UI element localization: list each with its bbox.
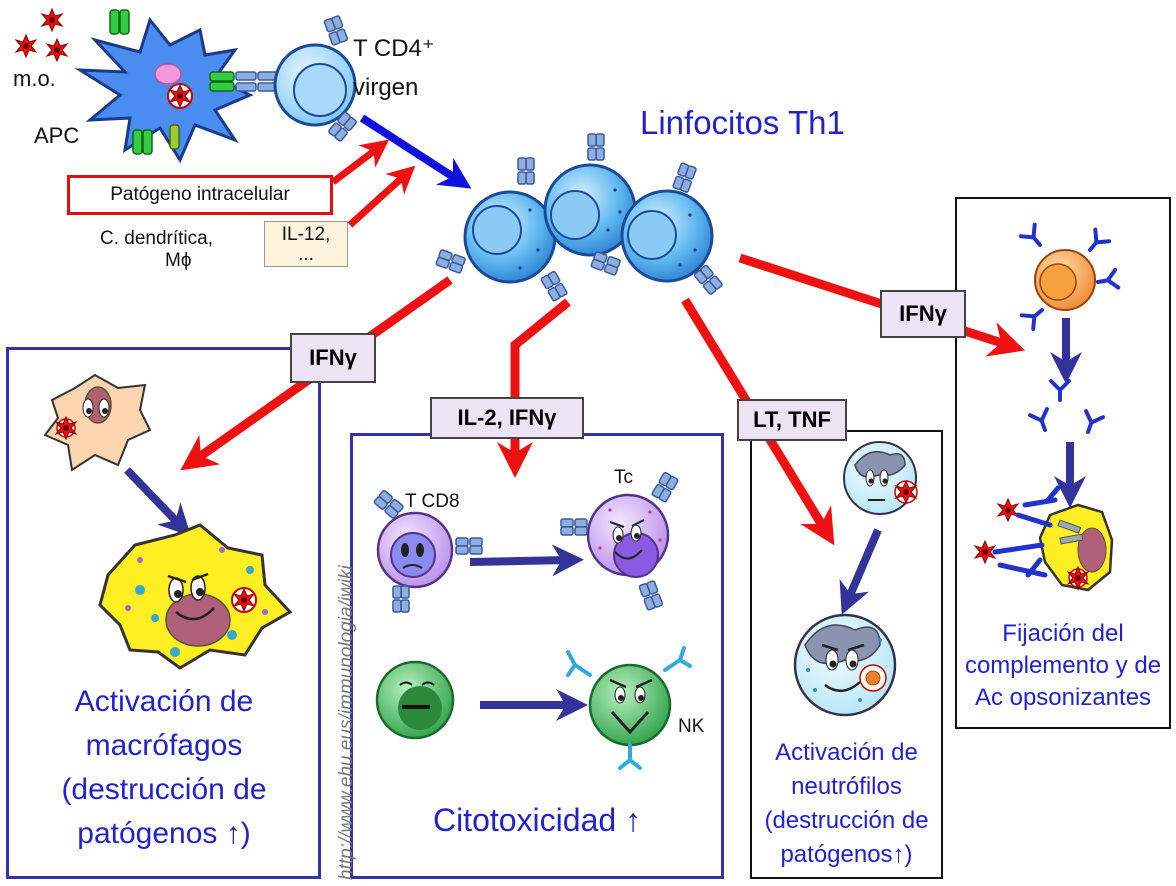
macrophage-activation-arrow [124, 467, 192, 537]
nk-label: NK [678, 716, 705, 737]
complement-panel [955, 197, 1171, 729]
opsonized-pathogen-icon [974, 485, 1114, 592]
resting-neutrophil-icon [843, 441, 918, 515]
il12-line1: IL-12, [281, 224, 331, 245]
neutrophil-activation-arrow [839, 528, 882, 615]
neutrophil-caption-line1: Activación de [775, 739, 918, 766]
complement-caption-line2: complemento y de [964, 652, 1162, 679]
complement-caption: Fijación del complemento y de Ac opsoniz… [957, 618, 1169, 714]
apc-label: APC [34, 123, 80, 148]
nk-cell-icon [566, 646, 692, 770]
tc-label: Tc [614, 467, 633, 488]
dendritic-cell-icon [74, 9, 279, 164]
cd8-activation-arrow [469, 544, 584, 577]
macrophage-caption-line2: macrófagos [85, 729, 243, 762]
cytokine-label-il2-ifng: IL-2, IFNγ [430, 397, 584, 439]
cytokine-label-ifng-left: IFNγ [290, 333, 376, 383]
tcd8-label: T CD8 [405, 491, 460, 512]
b-cell-icon [1018, 222, 1121, 332]
macrophage-caption-line3: (destrucción de [61, 773, 267, 806]
th1-cells-icon [434, 133, 724, 303]
resting-macrophage-icon [43, 373, 152, 472]
macrophage-caption: Activación de macrófagos (destrucción de… [10, 680, 318, 856]
cytotoxicity-caption: Citotoxicidad ↑ [432, 802, 642, 838]
neutrophil-caption-line4: patógenos↑) [780, 841, 913, 868]
macrophage-caption-line4: patógenos ↑) [77, 817, 251, 850]
tcd4-label-line2: virgen [353, 74, 419, 101]
il12-signal-arrow [347, 165, 416, 228]
cd8-t-cell-icon [372, 489, 483, 613]
neutrophil-caption-line2: neutrófilos [791, 773, 902, 800]
dendritic-label-line1: C. dendrítica, [100, 228, 213, 249]
il12-line2: ... [298, 244, 314, 265]
activated-neutrophil-icon [793, 613, 897, 717]
resting-nk-cell-icon [375, 660, 455, 740]
mo-label: m.o. [13, 66, 56, 91]
watermark-url: http://www.ehu.eus/immunologia/iwiki [336, 565, 357, 880]
complement-caption-line1: Fijación del [1002, 620, 1124, 647]
activated-macrophage-icon [98, 523, 293, 670]
neutrophil-caption-line3: (destrucción de [764, 807, 929, 834]
complement-caption-line3: Ac opsonizantes [974, 684, 1152, 711]
pathogen-box: Patógeno intracelular [67, 175, 333, 215]
tcd4-label-line1: T CD4⁺ [353, 35, 435, 62]
pathogen-signal-arrow [330, 139, 390, 185]
dendritic-label-line2: Mϕ [165, 250, 192, 271]
il12-box: IL-12, ... [264, 221, 348, 267]
tc-cell-icon [560, 471, 680, 612]
page-title: Linfocitos Th1 [640, 104, 845, 141]
naive-cd4-t-cell-icon [273, 14, 358, 143]
macrophage-panel [6, 347, 321, 879]
microorganisms-icon [15, 8, 68, 62]
neutrophil-caption: Activación de neutrófilos (destrucción d… [752, 736, 941, 872]
cytokine-label-lt-tnf: LT, TNF [737, 399, 847, 441]
cytokine-label-ifng-right: IFNγ [880, 290, 966, 338]
differentiation-arrow [359, 114, 472, 189]
macrophage-caption-line1: Activación de [74, 685, 254, 718]
